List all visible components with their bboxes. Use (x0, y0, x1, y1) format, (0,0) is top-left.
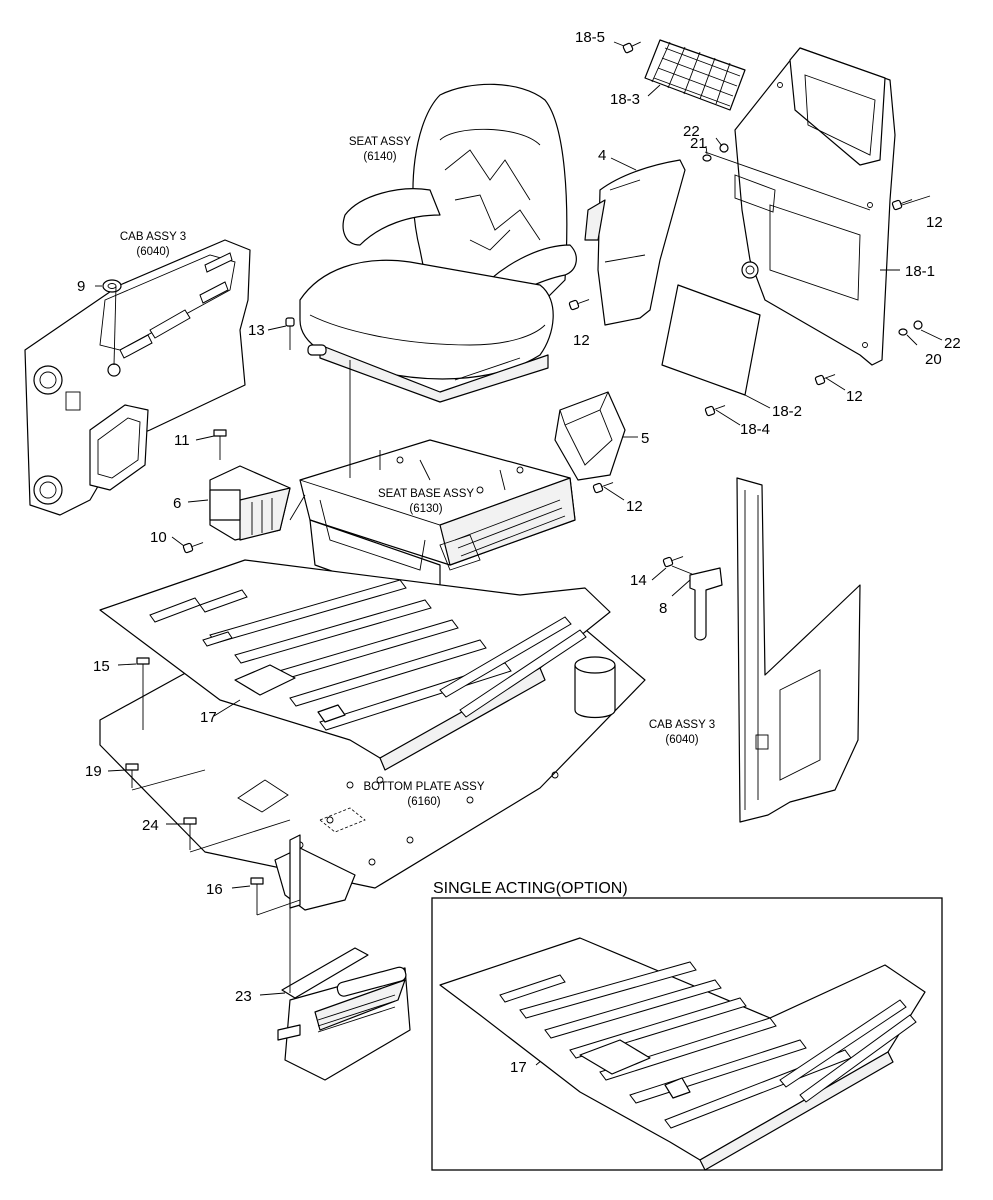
seat-assy-title: SEAT ASSY (349, 136, 412, 148)
cab-assy-left-code: (6040) (136, 246, 169, 258)
fasteners (102, 41, 923, 898)
callout-5: 5 (641, 430, 649, 447)
seat-assembly (299, 83, 577, 403)
callout-18-3: 18-3 (610, 91, 640, 108)
callout-20: 20 (925, 351, 942, 368)
callout-12-duct: 12 (573, 332, 590, 349)
callout-8: 8 (659, 600, 667, 617)
callout-15: 15 (93, 658, 110, 675)
rear-panel (734, 47, 896, 366)
cab-assy-right-code: (6040) (665, 734, 698, 746)
floor-mat (99, 559, 611, 771)
seat-assy-code: (6140) (363, 151, 396, 163)
cab-assy-right (736, 477, 861, 823)
net-pocket (644, 39, 746, 111)
callout-9: 9 (77, 278, 85, 295)
callout-12-plate: 12 (846, 388, 863, 405)
callout-6: 6 (173, 495, 181, 512)
callout-12-rear-top: 12 (926, 214, 943, 231)
callout-labels: 18-5 18-3 22 21 4 12 18-1 12 20 22 12 18… (77, 29, 961, 1076)
callout-18-4: 18-4 (740, 421, 770, 438)
bottom-plate-assy-title: BOTTOM PLATE ASSY (364, 781, 485, 793)
cab-assy-right-title: CAB ASSY 3 (649, 719, 715, 731)
option-title: SINGLE ACTING(OPTION) (433, 880, 628, 897)
hinge-bracket (277, 947, 411, 1081)
callout-23: 23 (235, 988, 252, 1005)
callout-14: 14 (630, 572, 647, 589)
callout-4: 4 (598, 147, 606, 164)
option-frame (431, 897, 943, 1171)
callout-18-5: 18-5 (575, 29, 605, 46)
callout-10: 10 (150, 529, 167, 546)
callout-16: 16 (206, 881, 223, 898)
hinge-pillar (274, 834, 356, 911)
callout-22-top: 22 (683, 123, 700, 140)
seat-base-assy-code: (6130) (409, 503, 442, 515)
callout-22-right: 22 (944, 335, 961, 352)
callout-17-option: 17 (510, 1059, 527, 1076)
callout-11: 11 (174, 432, 190, 449)
cab-assy-left (24, 239, 251, 516)
callout-19: 19 (85, 763, 102, 780)
callout-18-1: 18-1 (905, 263, 935, 280)
callout-21: 21 (690, 135, 707, 152)
bottom-plate-assy-code: (6160) (407, 796, 440, 808)
callout-12-vent: 12 (626, 498, 643, 515)
leader-lines (95, 41, 943, 1066)
vent (554, 391, 626, 481)
control-box (209, 465, 291, 541)
cover-plate (661, 284, 761, 396)
callout-18-2: 18-2 (772, 403, 802, 420)
air-duct (584, 159, 686, 326)
lever (671, 565, 723, 641)
callout-13: 13 (248, 322, 265, 339)
option-section: SINGLE ACTING(OPTION) (431, 880, 943, 1171)
callout-17-main: 17 (200, 709, 217, 726)
callout-24: 24 (142, 817, 159, 834)
assembly-labels: SEAT ASSY (6140) CAB ASSY 3 (6040) SEAT … (120, 136, 715, 808)
seat-base-assy-title: SEAT BASE ASSY (378, 488, 474, 500)
cab-assy-left-title: CAB ASSY 3 (120, 231, 186, 243)
